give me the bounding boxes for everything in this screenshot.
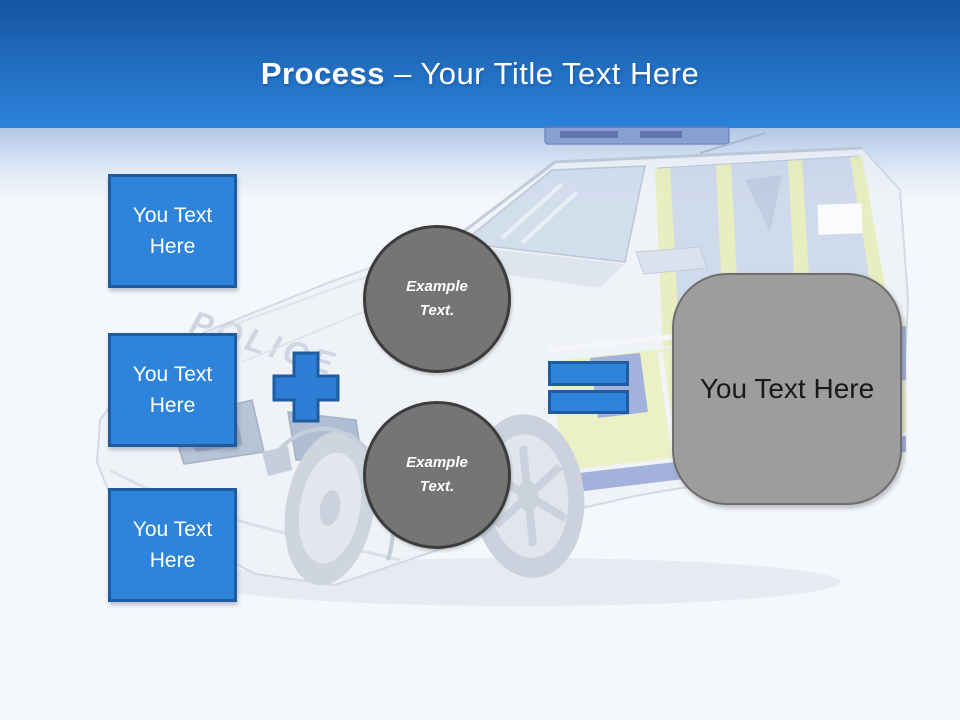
car-front-left-wheel	[284, 430, 376, 586]
header-gradient	[0, 0, 960, 128]
car-window-placard	[817, 203, 863, 235]
page-title[interactable]: Process – Your Title Text Here	[0, 52, 960, 96]
example-circle-2[interactable]: Example Text.	[363, 401, 511, 549]
car-light-bar	[544, 126, 730, 145]
car-side-mirror	[635, 246, 708, 275]
equals-top-bar	[548, 361, 629, 386]
title-rest-text: – Your Title Text Here	[394, 56, 700, 91]
result-box[interactable]: You Text Here	[672, 273, 902, 505]
input-box-1-label: You Text Here	[132, 203, 213, 258]
process-input-box-1[interactable]: You Text Here	[108, 174, 237, 288]
input-box-3-label: You Text Here	[132, 517, 213, 572]
plus-icon	[272, 351, 340, 423]
example-circle-2-label: Example Text.	[406, 454, 468, 495]
title-emphasis-text: Process	[260, 56, 385, 91]
process-input-box-2[interactable]: You Text Here	[108, 333, 237, 447]
car-antenna	[699, 132, 766, 154]
input-box-2-label: You Text Here	[132, 362, 213, 417]
example-circle-1[interactable]: Example Text.	[363, 225, 511, 373]
equals-icon	[548, 361, 629, 414]
process-input-box-3[interactable]: You Text Here	[108, 488, 237, 602]
example-circle-1-label: Example Text.	[406, 278, 468, 319]
equals-bottom-bar	[548, 390, 629, 414]
result-box-label: You Text Here	[699, 373, 875, 404]
